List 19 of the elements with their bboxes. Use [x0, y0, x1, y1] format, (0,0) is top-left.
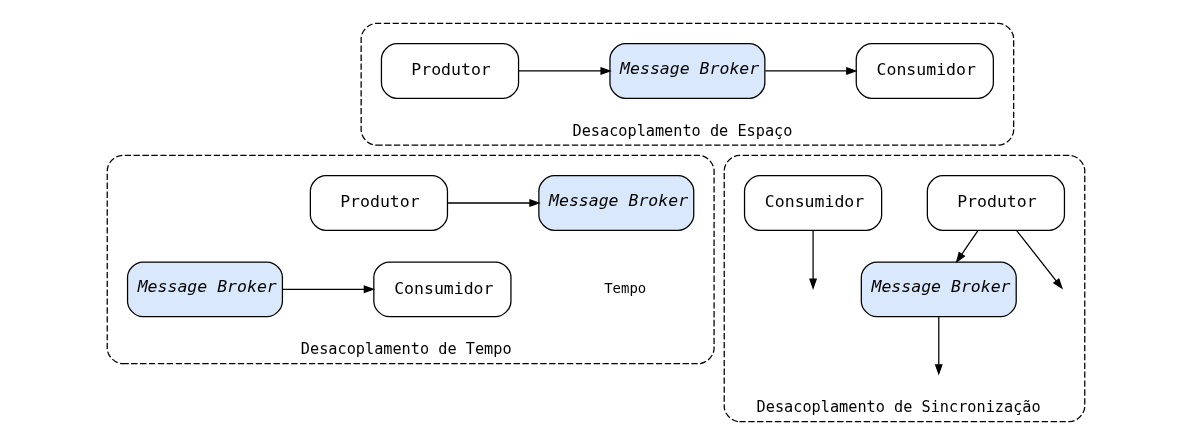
node-box: Message Broker — [609, 43, 766, 99]
node-box: Consumidor — [855, 43, 994, 99]
arrow — [518, 66, 612, 75]
arrow — [282, 285, 376, 294]
node-box: Consumidor — [373, 261, 512, 318]
arrow — [934, 316, 943, 376]
arrow — [1015, 229, 1064, 290]
node-box: Message Broker — [860, 261, 1017, 318]
node-box: Produtor — [380, 43, 520, 99]
node-box: Produtor — [926, 175, 1066, 231]
arrow — [446, 199, 541, 207]
arrow — [809, 229, 818, 290]
node-box: Produtor — [309, 175, 449, 231]
arrow — [764, 66, 858, 75]
node-box: Message Broker — [126, 261, 284, 318]
arrow — [955, 229, 979, 264]
label: Tempo — [604, 279, 647, 296]
node-box: Consumidor — [743, 175, 883, 231]
node-box: Message Broker — [538, 175, 695, 231]
